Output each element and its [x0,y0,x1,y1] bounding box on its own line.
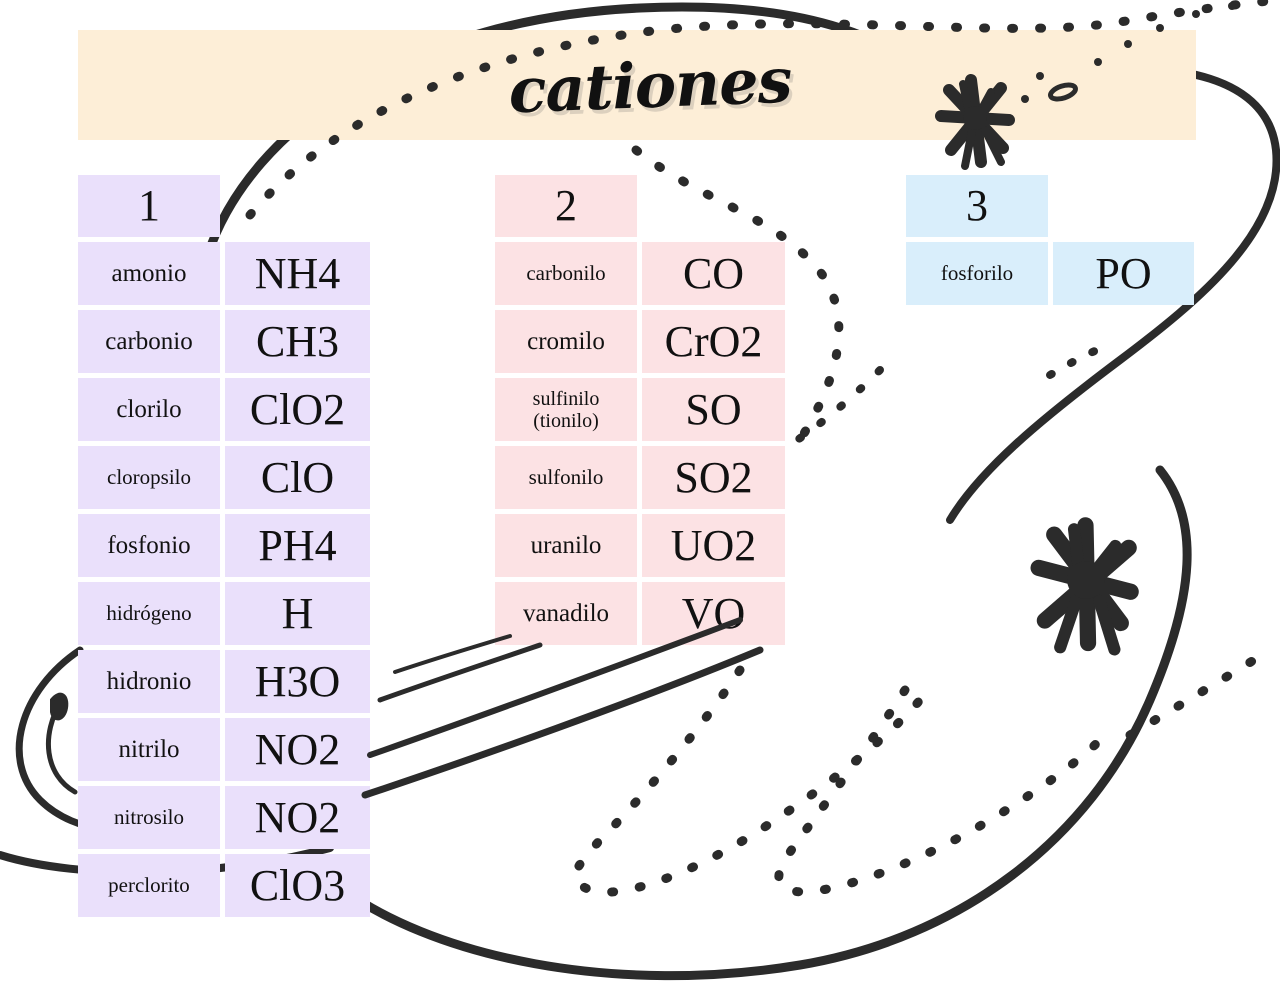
cation-name: nitrosilo [78,786,220,849]
cation-name: cloropsilo [78,446,220,509]
cation-formula: H [225,582,370,645]
swirl-left-inner [46,697,78,795]
cation-name: vanadilo [495,582,637,645]
dotted-trail-mid [786,366,884,449]
table-row[interactable]: amonio NH4 [78,242,370,305]
column-3-header: 3 [906,175,1048,237]
dot-doodle-g [1228,2,1236,10]
dotted-u-left [571,665,925,897]
dotted-tail-right [1125,645,1275,740]
cation-column-1: 1 amonio NH4 carbonio CH3 clorilo ClO2 c… [78,175,370,922]
cation-formula: NO2 [225,718,370,781]
cation-name: hidronio [78,650,220,713]
table-row[interactable]: fosfonio PH4 [78,514,370,577]
cation-name: fosforilo [906,242,1048,305]
cation-name: cromilo [495,310,637,373]
page-title: cationes [507,43,793,128]
cation-formula: ClO2 [225,378,370,441]
cation-name: clorilo [78,378,220,441]
cation-formula: H3O [225,650,370,713]
dotted-trail-mid-2 [1046,340,1116,379]
table-row[interactable]: sulfinilo (tionilo) SO [495,378,785,441]
cation-name: perclorito [78,854,220,917]
table-row[interactable]: cromilo CrO2 [495,310,785,373]
cation-formula: ClO [225,446,370,509]
column-2-header: 2 [495,175,637,237]
cation-formula: VO [642,582,785,645]
cation-formula: SO [642,378,785,441]
cation-name: amonio [78,242,220,305]
cation-name: nitrilo [78,718,220,781]
table-row[interactable]: carbonilo CO [495,242,785,305]
stroke-cross-d [393,634,512,674]
cation-column-2: 2 carbonilo CO cromilo CrO2 sulfinilo (t… [495,175,785,650]
stroke-cross-c [377,642,543,703]
table-row[interactable]: cloropsilo ClO [78,446,370,509]
cation-formula: CO [642,242,785,305]
cation-formula: UO2 [642,514,785,577]
teardrop-mark [50,692,69,721]
table-row[interactable]: hidrógeno H [78,582,370,645]
table-row[interactable]: nitrilo NO2 [78,718,370,781]
cation-formula: CrO2 [642,310,785,373]
cation-name: carbonilo [495,242,637,305]
column-1-header: 1 [78,175,220,237]
table-row[interactable]: sulfonilo SO2 [495,446,785,509]
table-row[interactable]: uranilo UO2 [495,514,785,577]
cation-formula: CH3 [225,310,370,373]
dotted-u-right [774,685,1105,897]
cation-name-alt: (tionilo) [533,409,599,432]
table-row[interactable]: fosforilo PO [906,242,1194,305]
cation-name: uranilo [495,514,637,577]
cation-name: sulfinilo [532,387,600,410]
cation-formula: SO2 [642,446,785,509]
cation-name: fosfonio [78,514,220,577]
table-row[interactable]: clorilo ClO2 [78,378,370,441]
cation-name: carbonio [78,310,220,373]
sparkle-asterisk-icon [1030,517,1139,656]
table-row[interactable]: hidronio H3O [78,650,370,713]
table-row[interactable]: perclorito ClO3 [78,854,370,917]
table-row[interactable]: nitrosilo NO2 [78,786,370,849]
cation-formula: NH4 [225,242,370,305]
cation-name: sulfonilo [495,446,637,509]
stroke-cross-a [361,646,764,799]
cation-formula: ClO3 [225,854,370,917]
table-row[interactable]: vanadilo VO [495,582,785,645]
dot-doodle-f [1192,10,1200,18]
cation-formula: NO2 [225,786,370,849]
cation-formula: PO [1053,242,1194,305]
cation-name-multiline: sulfinilo (tionilo) [495,378,637,441]
cation-column-3: 3 fosforilo PO [906,175,1194,310]
cation-name: hidrógeno [78,582,220,645]
table-row[interactable]: carbonio CH3 [78,310,370,373]
cation-formula: PH4 [225,514,370,577]
